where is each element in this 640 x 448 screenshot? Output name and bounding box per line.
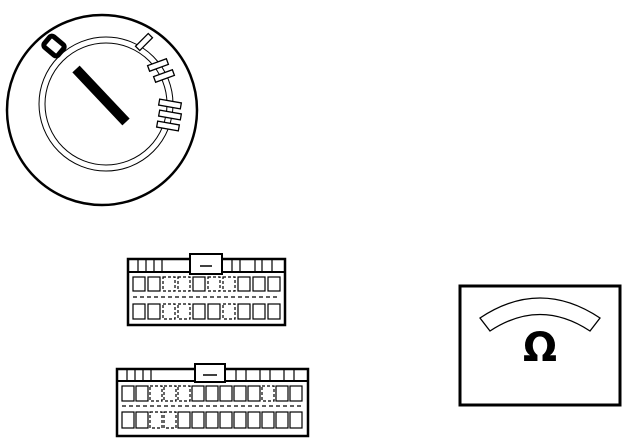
ignition-switch-icon: [5, 13, 199, 207]
lower-connector-icon: [115, 363, 310, 438]
ignition-outer-bezel: [5, 13, 199, 207]
position-marker-acc: [134, 32, 154, 52]
ohm-symbol: Ω: [522, 325, 557, 371]
upper-connector-latch: [189, 253, 223, 275]
ohmmeter-icon: [458, 284, 622, 407]
position-marker-on: [146, 57, 176, 84]
ignition-key-slot: [72, 65, 130, 126]
lock-position-marker: [41, 33, 67, 59]
ohmmeter-scale: [479, 297, 601, 332]
lower-connector-pins: [121, 385, 303, 429]
upper-connector-icon: [126, 253, 287, 327]
position-marker-start: [155, 98, 183, 132]
lower-connector-latch: [194, 363, 226, 383]
upper-connector-pins: [132, 276, 281, 320]
